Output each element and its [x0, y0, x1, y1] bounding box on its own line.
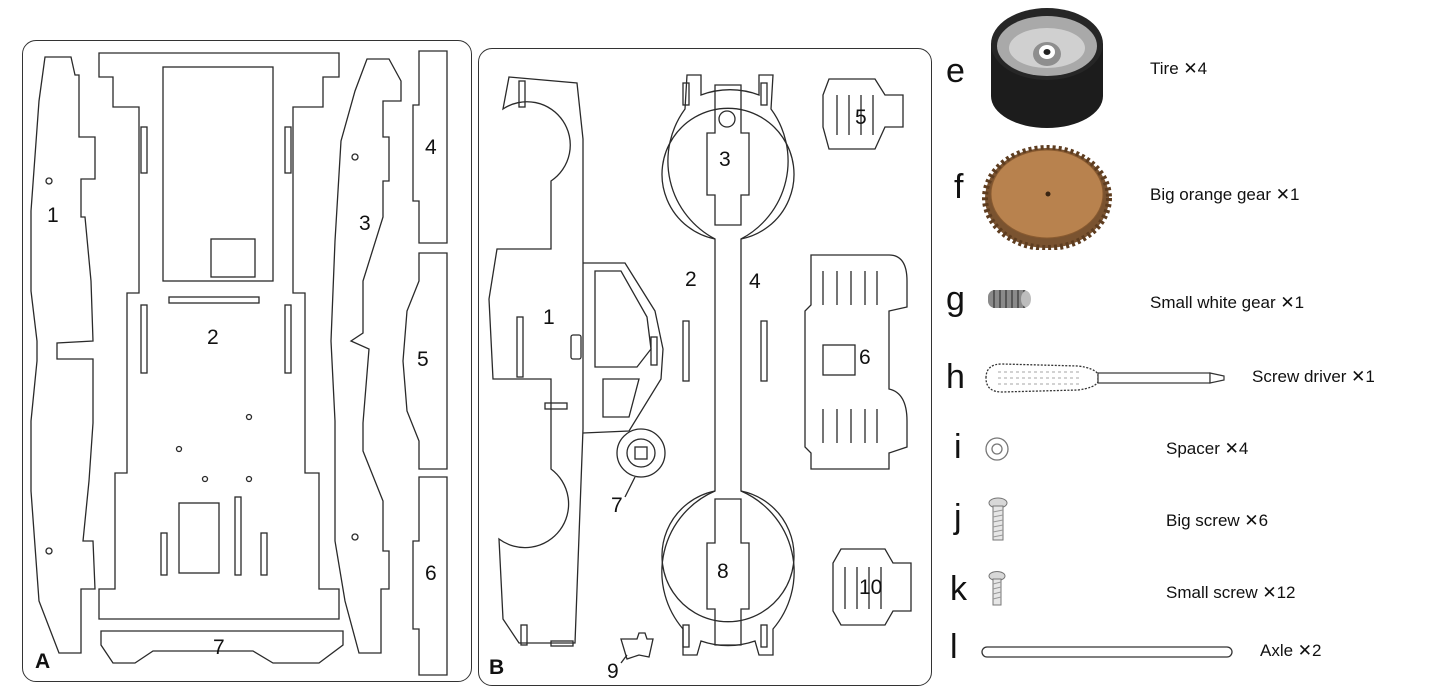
component-letter: g	[946, 280, 965, 318]
sheet-b-part-label: 3	[719, 148, 731, 171]
sheet-a-part-6-outline	[412, 476, 448, 676]
tire-icon	[991, 8, 1103, 128]
sheet-a-part-label: 4	[425, 136, 437, 159]
sheet-b-part-1-outline	[488, 76, 584, 644]
component-letter: k	[950, 570, 967, 608]
sheet-a-part-label: 1	[47, 204, 59, 227]
sheet-b-part-label: 7	[611, 494, 623, 517]
small-screw-icon	[988, 571, 1006, 606]
sheet-a-part-4-outline	[412, 50, 448, 244]
component-caption: Spacer ✕4	[1166, 439, 1249, 458]
component-caption: Screw driver ✕1	[1252, 367, 1375, 386]
component-letter: i	[954, 428, 962, 466]
sheet-b-label: B	[489, 656, 505, 679]
spacer-icon	[985, 437, 1009, 461]
sheet-b-part-7-outline	[616, 428, 666, 478]
component-letter: f	[954, 168, 964, 206]
sheet-a-part-label: 7	[213, 636, 225, 659]
sheet-a-label: A	[35, 650, 51, 673]
sheet-b-part-10-outline	[832, 548, 912, 626]
sheet-a-part-label: 2	[207, 326, 219, 349]
sheet-b-part-label: 10	[859, 576, 883, 599]
sheet-a-part-label: 3	[359, 212, 371, 235]
sheet-b-part-label: 2	[685, 268, 697, 291]
sheet-b-part-label: 4	[749, 270, 761, 293]
sheet-b-part-6-outline	[804, 254, 908, 470]
sheet-a-part-2-outline	[98, 52, 340, 620]
sheet-b-panel: 1 2 3 4 5 6 7 8 9 10 B	[478, 48, 932, 686]
component-caption: Small screw ✕12	[1166, 583, 1296, 602]
sheet-a-part-3-outline	[330, 58, 402, 654]
sheet-a-part-label: 6	[425, 562, 437, 585]
component-caption: Big screw ✕6	[1166, 511, 1269, 530]
sheet-a-part-label: 5	[417, 348, 429, 371]
sheet-a-part-7-outline	[100, 630, 344, 664]
sheet-a-part-5-outline	[402, 252, 448, 470]
sheet-b-part-8-outline	[706, 498, 750, 646]
component-caption: Big orange gear ✕1	[1150, 185, 1300, 204]
sheet-a-drawing	[30, 50, 448, 676]
component-caption: Tire ✕4	[1150, 59, 1208, 78]
sheet-b-part-label: 9	[607, 660, 619, 683]
sheet-a-part-1-outline	[30, 56, 96, 654]
sheet-b-part-9-outline	[620, 632, 654, 660]
component-letter: e	[946, 52, 965, 90]
sheet-b-part-label: 5	[855, 106, 867, 129]
component-letter: l	[950, 628, 958, 666]
sheet-a-panel: 1 2 3 4 5 6 7 A	[22, 40, 472, 682]
sheet-b-part-3-outline	[706, 84, 750, 226]
axle-icon	[981, 646, 1233, 658]
component-letter: h	[946, 358, 965, 396]
sheet-b-part-label: 6	[859, 346, 871, 369]
component-letter: j	[954, 498, 962, 536]
sheet-b-part-label: 1	[543, 306, 555, 329]
component-caption: Axle ✕2	[1260, 641, 1322, 660]
big-screw-icon	[988, 497, 1008, 541]
white-gear-icon	[988, 290, 1031, 308]
sheet-b-part-5-outline	[822, 78, 904, 150]
orange-gear-icon	[982, 145, 1112, 250]
component-caption: Small white gear ✕1	[1150, 293, 1305, 312]
sheet-b-part-label: 8	[717, 560, 729, 583]
screwdriver-icon	[985, 363, 1225, 393]
sheet-b-drawing	[488, 74, 912, 664]
